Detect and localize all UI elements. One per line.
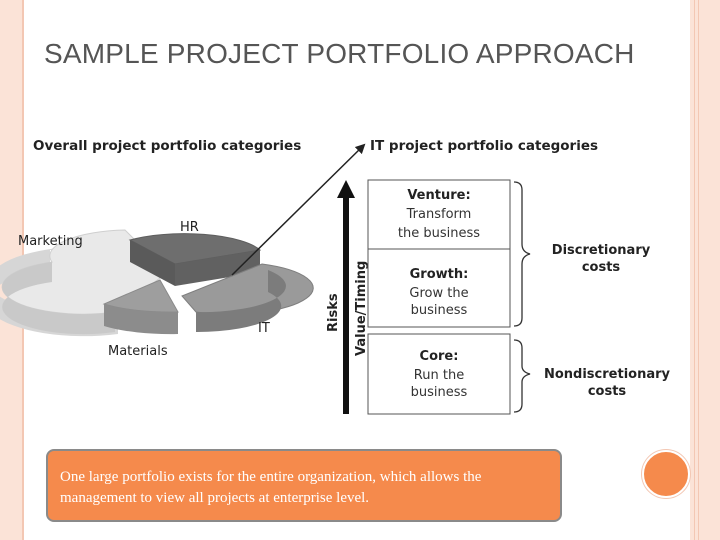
discretionary-brace <box>513 181 531 327</box>
pie-label-marketing: Marketing <box>18 234 83 249</box>
discretionary-label-line1: Discretionary <box>552 243 651 258</box>
category-line2-venture: the business <box>398 226 480 241</box>
slide-title: SAMPLE PROJECT PORTFOLIO APPROACH <box>44 38 635 69</box>
overall-categories-heading: Overall project portfolio categories <box>33 138 301 154</box>
category-box-core <box>367 333 511 415</box>
pie-chart <box>0 229 314 337</box>
right-border-line <box>694 0 695 540</box>
pie-slice-hr-top <box>128 233 262 265</box>
nondiscretionary-label-line1: Nondiscretionary <box>544 367 671 382</box>
category-line1-venture: Transform <box>406 207 472 222</box>
pie-label-materials: Materials <box>108 344 168 359</box>
discretionary-label-line2: costs <box>582 260 621 275</box>
pie-slice-marketing-side <box>2 262 115 335</box>
axis-label-value-timing: Value/Timing <box>354 261 369 356</box>
right-decorative-border <box>690 0 720 540</box>
pie-slice-it-side <box>196 270 286 333</box>
pie-slice-materials-top <box>102 279 179 313</box>
summary-note-box: One large portfolio exists for the entir… <box>46 449 562 522</box>
it-pointer-arrow <box>231 143 366 276</box>
category-box-growth <box>367 248 511 328</box>
nondiscretionary-label-line2: costs <box>588 384 627 399</box>
right-border-line <box>698 0 699 540</box>
category-line2-core: business <box>411 385 468 400</box>
nondiscretionary-brace <box>513 339 531 413</box>
category-name-growth: Growth: <box>410 267 469 282</box>
orange-circle-ornament <box>642 450 690 498</box>
pie-slice-hr-front <box>175 250 260 286</box>
category-box-venture <box>367 179 511 250</box>
pie-label-hr: HR <box>180 220 199 235</box>
category-line1-core: Run the <box>414 368 464 383</box>
pie-slice-hr-side <box>130 240 175 286</box>
pie-label-it: IT <box>258 321 270 336</box>
category-name-venture: Venture: <box>407 188 470 203</box>
category-line2-growth: business <box>411 303 468 318</box>
category-line1-growth: Grow the <box>409 286 468 301</box>
category-name-core: Core: <box>420 349 459 364</box>
it-categories-heading: IT project portfolio categories <box>370 138 598 154</box>
risks-value-axis-arrowhead <box>337 180 355 198</box>
pie-slice-materials-side <box>104 304 178 335</box>
axis-label-risks: Risks <box>326 293 341 332</box>
